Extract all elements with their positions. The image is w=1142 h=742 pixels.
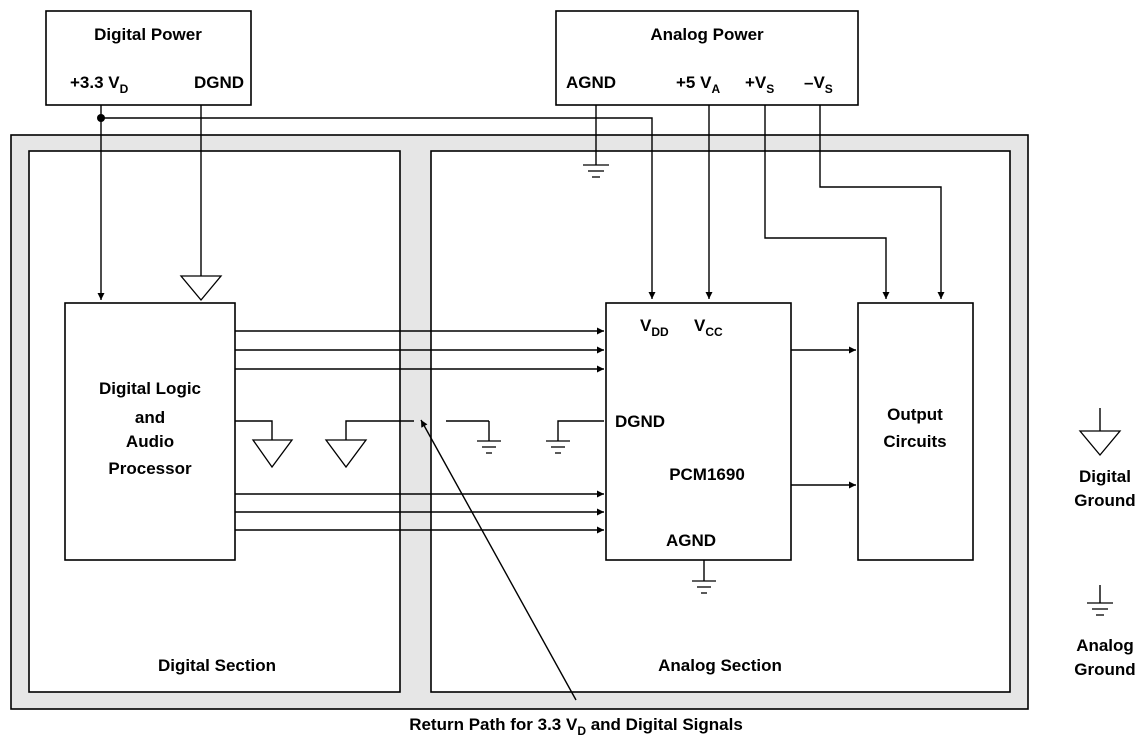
analog-power-agnd-label: AGND — [566, 73, 616, 92]
wire-pcm-dgnd — [557, 420, 604, 441]
digital-ground-symbol-supply — [179, 275, 223, 302]
pcm-dgnd-pin-label: DGND — [615, 412, 665, 431]
vdd-pin-label: VDD — [640, 316, 669, 339]
wire-3v3-to-vdd — [101, 117, 656, 299]
wire-vs-pos-to-output — [764, 105, 890, 299]
legend-analog-label-1: Analog — [1076, 636, 1134, 655]
return-path-caption: Return Path for 3.3 VD and Digital Signa… — [409, 715, 743, 738]
v33d-label: +3.3 VD — [70, 73, 129, 96]
output-label-2: Circuits — [883, 432, 946, 451]
digital-power-dgnd-label: DGND — [194, 73, 244, 92]
pcm1690-box — [605, 302, 792, 561]
wire-logic-dgnd — [235, 420, 273, 440]
analog-section-label: Analog Section — [658, 656, 782, 675]
digital-logic-label-1: Digital Logic — [99, 379, 201, 398]
legend-digital-ground-icon — [1078, 430, 1122, 457]
output-circuits-box — [857, 302, 974, 561]
signal-bus-top — [235, 327, 604, 373]
legend-digital-label-2: Ground — [1074, 491, 1135, 510]
legend-analog-ground-icon — [1087, 602, 1113, 616]
wire-vs-neg-to-output — [819, 105, 945, 299]
legend-analog-label-2: Ground — [1074, 660, 1135, 679]
digital-ground-symbol-return — [324, 439, 368, 469]
wire-return-dgnd — [345, 420, 414, 440]
signal-bus-bottom — [235, 490, 604, 534]
digital-section-label: Digital Section — [158, 656, 276, 675]
vs-neg-label: –VS — [804, 73, 833, 96]
vcc-pin-label: VCC — [694, 316, 723, 339]
vs-pos-label: +VS — [745, 73, 774, 96]
digital-power-title: Digital Power — [94, 25, 202, 44]
pcm1690-name: PCM1690 — [669, 465, 745, 484]
analog-power-title: Analog Power — [650, 25, 764, 44]
legend-digital-label-1: Digital — [1079, 467, 1131, 486]
digital-logic-label-3: Audio — [126, 432, 174, 451]
digital-logic-label-4: Processor — [108, 459, 192, 478]
pcm-agnd-pin-label: AGND — [666, 531, 716, 550]
v5a-label: +5 VA — [676, 73, 720, 96]
digital-power-box — [45, 10, 252, 106]
digital-ground-symbol-logic — [251, 439, 294, 469]
analog-ground-symbol-left — [477, 440, 501, 454]
analog-power-box — [555, 10, 859, 106]
analog-ground-symbol-pcm-agnd — [692, 580, 716, 594]
digital-logic-box — [64, 302, 236, 561]
analog-ground-symbol-supply — [583, 164, 609, 178]
output-label-1: Output — [887, 405, 943, 424]
digital-logic-label-2: and — [135, 408, 165, 427]
return-path-arrow — [420, 419, 577, 701]
analog-ground-symbol-pcm-dgnd — [546, 440, 570, 454]
